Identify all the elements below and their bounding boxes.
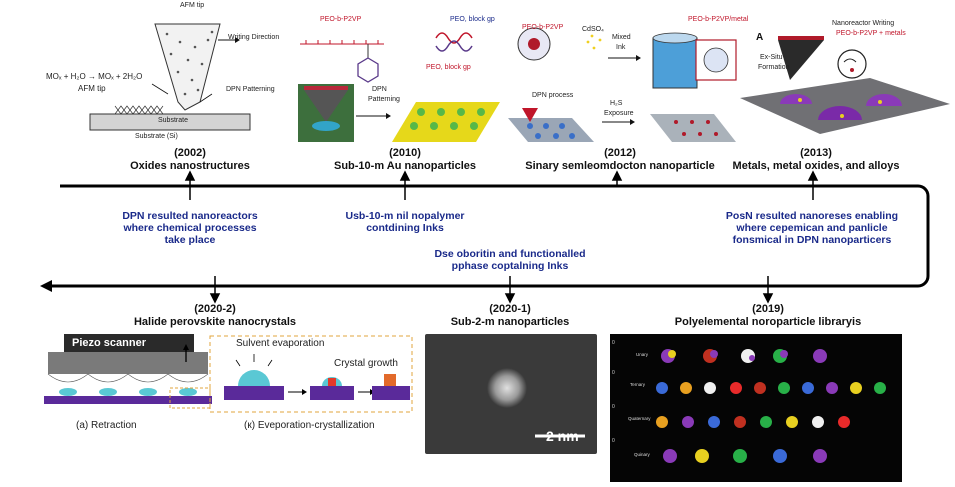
note-2002-line3: take place (164, 234, 216, 246)
title-oxides: Oxides nanostructures (130, 160, 250, 172)
label-h2s: H₂S (610, 100, 623, 107)
title-semiconductor: Sinary semleomdocton nanoparticle (525, 160, 715, 172)
note-center-line1: Dse oboritin and functionalled (434, 248, 586, 260)
label-block-2: PEO, block gp (426, 64, 471, 71)
note-2010-line2: contdining Inks (366, 222, 444, 234)
panel-perovskite-schematic (44, 334, 413, 413)
col-mark-4: 0 (612, 438, 615, 444)
note-2002: DPN resulted nanoreactors where chemical… (100, 210, 280, 246)
panel-au-polymer-schematic (298, 32, 500, 142)
label-nanoreactor-writing: Nanoreactor Writing (832, 20, 895, 27)
label-dpn-2010: DPN (372, 86, 387, 93)
year-2010: (2010) (389, 147, 421, 159)
title-perovskite: Halide perovskite nanocrystals (133, 316, 296, 328)
year-2020-2: (2020-2) (194, 303, 236, 315)
note-2013: PosN resulted nanoreses enabling where c… (712, 210, 912, 246)
col-mark-2: 0 (612, 370, 615, 376)
label-exposure: Exposure (604, 110, 634, 117)
label-formation: Formation (758, 64, 790, 71)
label-peo-metals: PEO-b-P2VP + metals (836, 30, 906, 37)
label-afm-tip-2: AFM tip (78, 84, 106, 93)
label-dpn-patterning: DPN Patterning (226, 86, 275, 93)
title-metals-alloys: Metals, metal oxides, and alloys (732, 160, 900, 172)
library-particles: Unary Ternary Quaternary Quinary 0 0 0 0 (612, 340, 886, 463)
col-mark-3: 0 (612, 404, 615, 410)
polyelemental-library: Unary Ternary Quaternary Quinary 0 0 0 0 (610, 334, 902, 482)
label-patterning-2010: Patterning (368, 96, 400, 103)
year-2013: (2013) (800, 147, 832, 159)
label-solvent-evaporation: Sulvent evaporation (236, 338, 325, 349)
label-afm-tip: AFM tip (180, 2, 205, 9)
col-mark-1: 0 (612, 340, 615, 346)
note-2013-line2: where cepemican and panlicle (736, 222, 888, 234)
panel-oxide-afm-schematic (89, 23, 251, 131)
note-2013-line1: PosN resulted nanoreses enabling (725, 210, 899, 222)
label-dpn-process: DPN process (532, 92, 574, 99)
note-2013-line3: fonsmical in DPN nanoparticers (732, 234, 892, 246)
label-substrate: Substrate (158, 117, 188, 124)
label-piezo-scanner: Piezo scanner (72, 337, 146, 349)
label-peo-2012: PEO-b-P2VP (522, 24, 564, 31)
note-2010: Usb-10-m nil nopalymer contdining Inks (320, 210, 490, 234)
caption-evaporation-crystallization: (к) Eveporation-crystallization (244, 420, 375, 431)
label-mixed: Mixed (612, 34, 631, 41)
panel-letter-a: A (756, 32, 764, 43)
scale-bar-label: 2 nm (546, 428, 579, 444)
title-polyelemental: Polyelemental noroparticle libraryis (674, 316, 862, 328)
title-au-nanoparticles: Sub-10-m Au nanoparticles (333, 160, 476, 172)
panel-semiconductor-schematic (508, 27, 737, 142)
label-ink: Ink (616, 44, 626, 51)
note-2002-line2: where chemical processes (123, 222, 257, 234)
label-reaction: MOₓ + H₂O → MOₓ + 2H₂O (46, 72, 143, 81)
year-2020-1: (2020-1) (489, 303, 531, 315)
year-2002: (2002) (174, 147, 206, 159)
label-ex-situ: Ex-Situ (760, 54, 783, 61)
label-block-1: PEO, block gp (450, 16, 495, 23)
label-peo-polymer: PEO-b-P2VP (320, 16, 362, 23)
row-label-ternary: Ternary (630, 382, 646, 387)
tem-image-nanoparticle (487, 368, 585, 438)
row-label-quaternary: Quaternary (628, 416, 651, 421)
note-center: Dse oboritin and functionalled pphase co… (410, 248, 610, 272)
caption-retraction: (a) Retraction (76, 420, 137, 431)
note-center-line2: pphase coptalning Inks (451, 260, 569, 272)
row-label-unary: Unary (636, 352, 649, 357)
label-writing-direction: Writing Direction (228, 34, 280, 41)
title-sub2nm: Sub-2-m nanoparticles (450, 316, 570, 328)
note-2010-line1: Usb-10-m nil nopalymer (345, 210, 465, 222)
label-tip-ink: PEO-b-P2VP/metal (688, 16, 749, 23)
tem-image (425, 334, 597, 454)
note-2002-line1: DPN resulted nanoreactors (122, 210, 258, 222)
year-2012: (2012) (604, 147, 636, 159)
row-label-quinary: Quinary (634, 452, 651, 457)
label-cdso4: CdSO₄ (582, 26, 604, 33)
label-crystal-growth: Crystal growth (334, 358, 398, 369)
year-2019: (2019) (752, 303, 784, 315)
panel-alloy-schematic (740, 36, 950, 134)
label-substrate-si: Substrate (Si) (135, 133, 178, 140)
